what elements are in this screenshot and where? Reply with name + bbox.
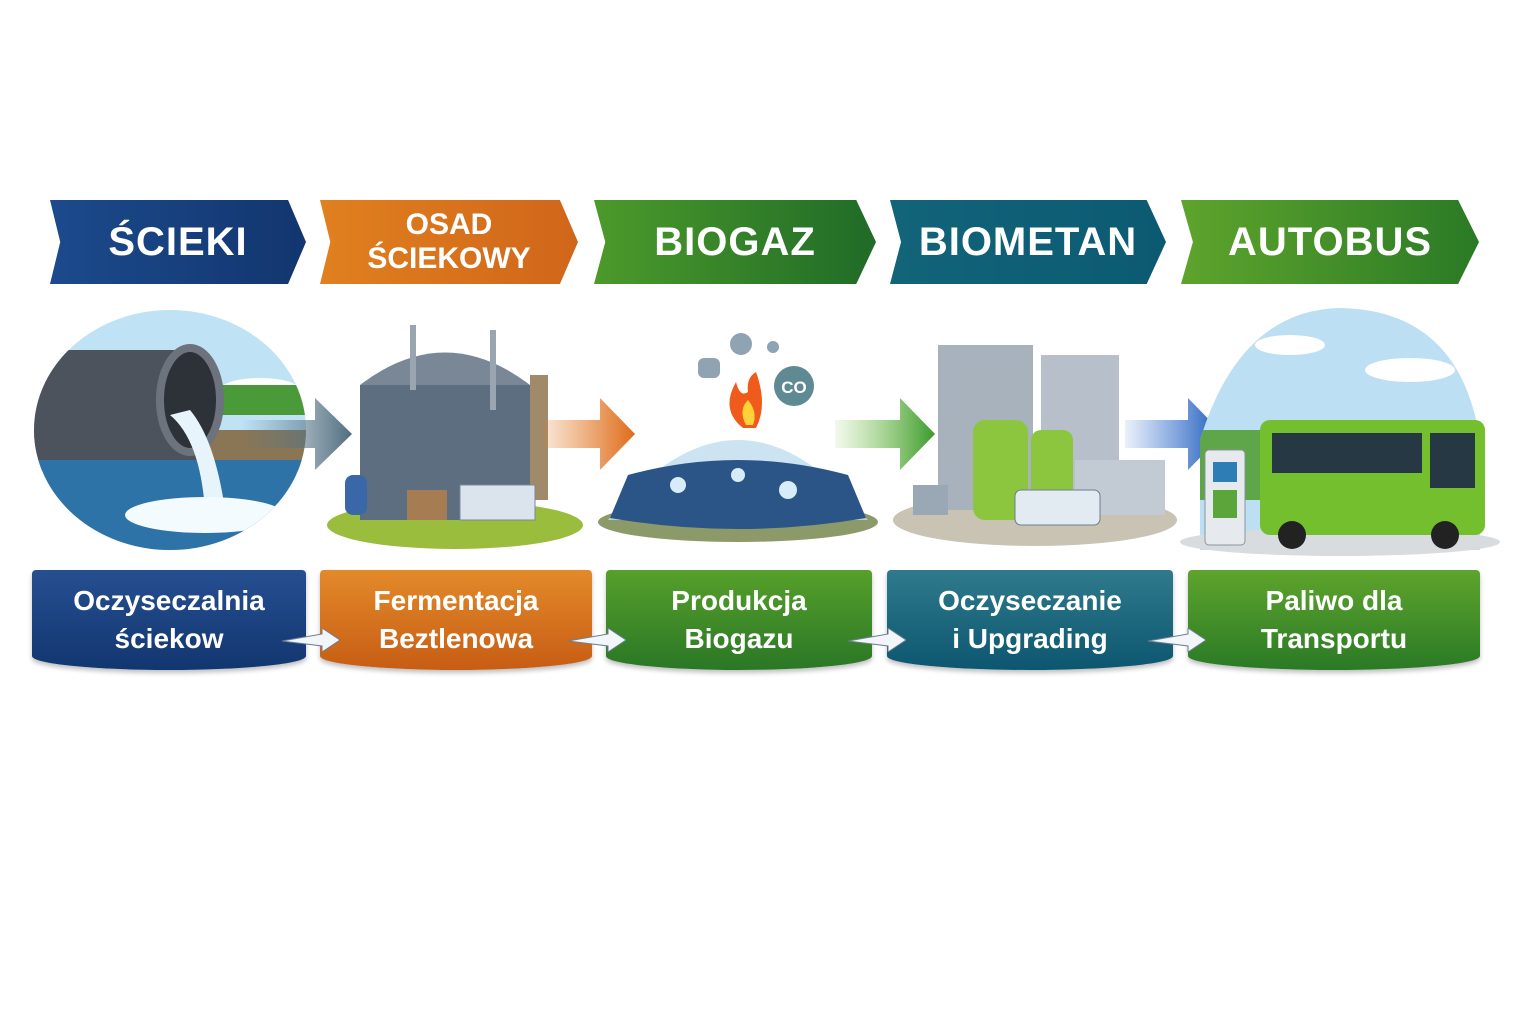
flow-arrow-icon — [240, 398, 352, 470]
banner-biometan: BIOMETAN — [890, 200, 1166, 284]
label-fermentacja: Fermentacja Beztlenowa — [320, 570, 592, 670]
banner-osad-sciekowy: OSAD ŚCIEKOWY — [320, 200, 578, 284]
flow-arrow-icon — [835, 398, 935, 470]
connector-arrow-icon — [848, 628, 906, 652]
banner-scieki: ŚCIEKI — [50, 200, 306, 284]
connector-arrow-icon — [568, 628, 626, 652]
label-oczyszczanie-upgrading: Oczyseczanie i Upgrading — [887, 570, 1173, 670]
flow-arrow-icon — [1125, 398, 1223, 470]
digester-tank-icon — [327, 325, 583, 549]
label-oczyszczalnia: Oczyseczalnia ściekow — [32, 570, 306, 670]
biogas-dome-flame-icon: CO — [598, 333, 878, 542]
upgrading-plant-icon — [893, 345, 1177, 546]
banner-autobus: AUTOBUS — [1181, 200, 1479, 284]
connector-arrow-icon — [282, 628, 340, 652]
flow-arrow-icon — [545, 398, 635, 470]
pipe-water-icon — [34, 310, 306, 550]
label-paliwo-transport: Paliwo dla Transportu — [1188, 570, 1480, 670]
bus-fuel-station-icon — [1180, 308, 1500, 556]
label-produkcja-biogazu: Produkcja Biogazu — [606, 570, 872, 670]
co-bubble-label: CO — [781, 378, 807, 397]
banner-biogaz: BIOGAZ — [594, 200, 876, 284]
connector-arrow-icon — [1148, 628, 1206, 652]
